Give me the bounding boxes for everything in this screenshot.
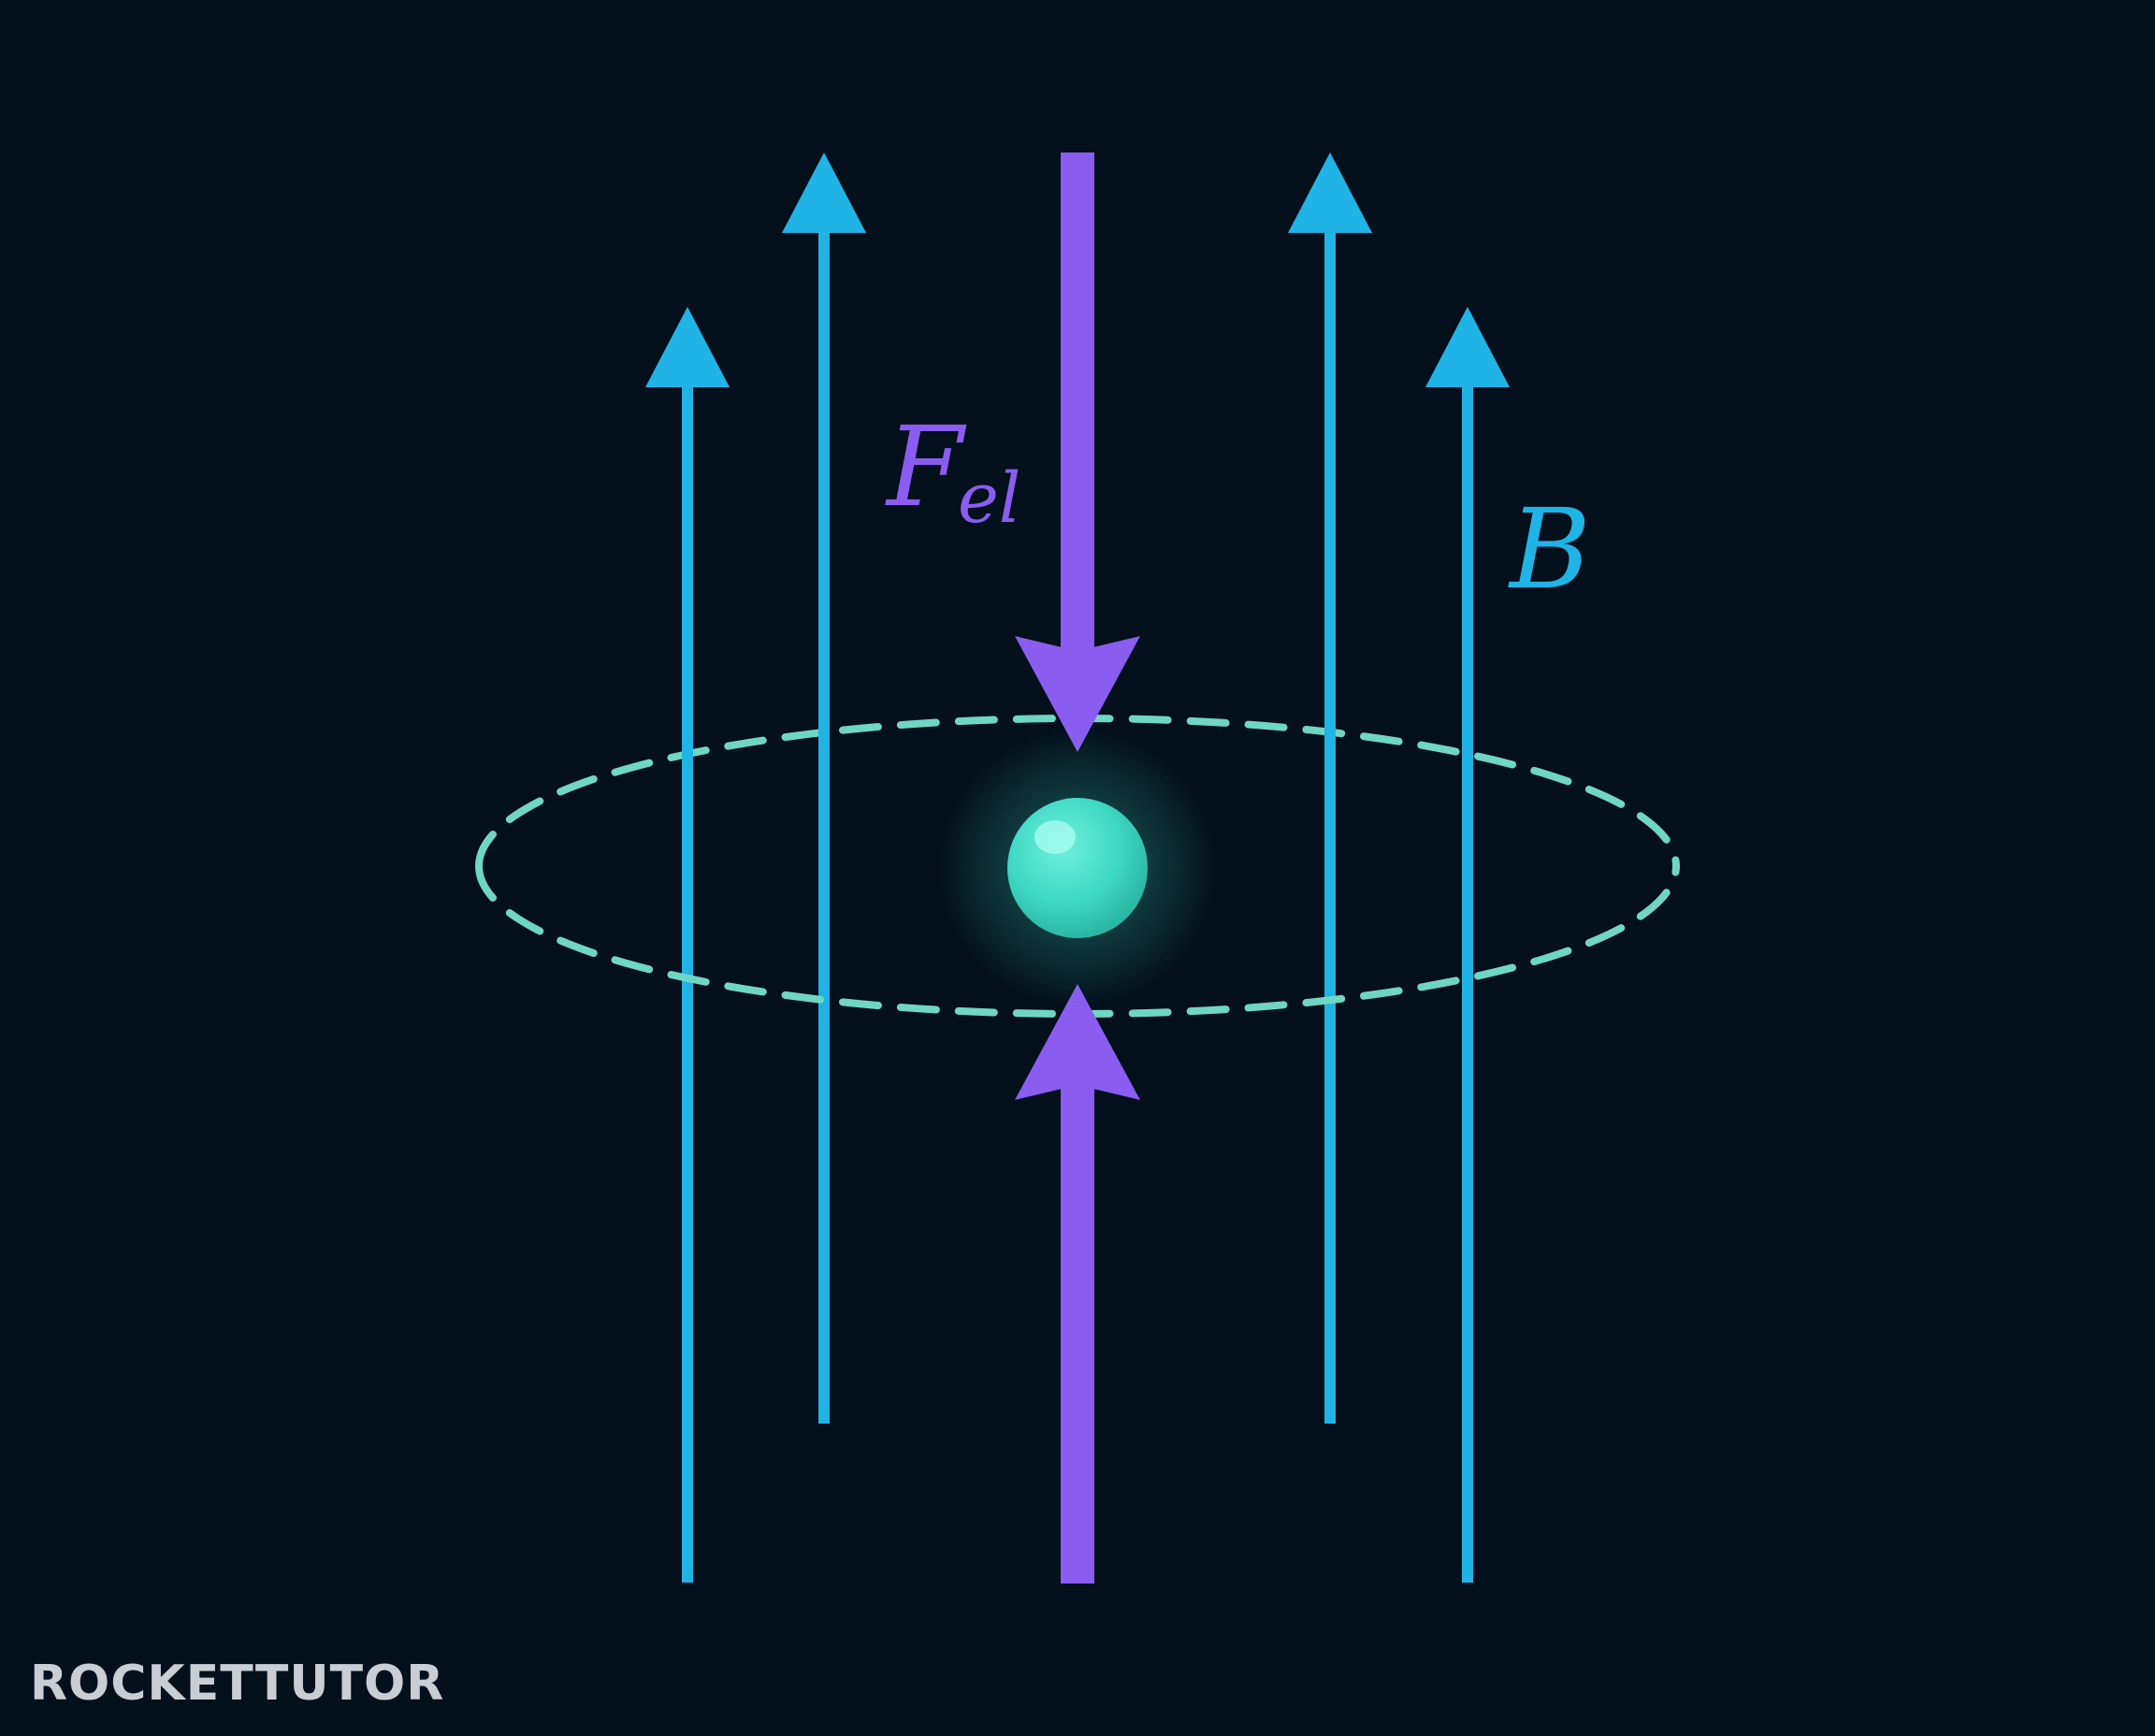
force-label-subscript: el [958,458,1020,539]
field-label: B [1508,485,1591,614]
field-line-1 [645,307,730,1583]
field-line-2 [782,152,866,1424]
arrow-up-icon [1288,152,1372,233]
force-label-main: F [885,402,967,531]
logo-text: ROCKETTUTOR [30,1656,445,1712]
force-arrow-down [1015,152,1140,752]
arrow-up-icon [782,152,866,233]
force-label: F el [885,402,1020,539]
force-arrow-up [1015,984,1140,1584]
particle-sphere-icon [1007,798,1148,938]
arrow-up-icon [645,307,730,387]
force-arrow-shaft [1061,1076,1094,1584]
force-arrows [1015,152,1140,1584]
arrow-down-icon [1015,636,1140,752]
arrow-up-icon [1015,984,1140,1100]
field-line-4 [1425,307,1510,1583]
force-arrow-shaft [1061,152,1094,658]
particle [937,728,1218,1008]
field-line-3 [1288,152,1372,1424]
brand-logo: ROCKETTUTOR [30,1654,444,1714]
arrow-up-icon [1425,307,1510,387]
particle-highlight [1034,820,1076,854]
